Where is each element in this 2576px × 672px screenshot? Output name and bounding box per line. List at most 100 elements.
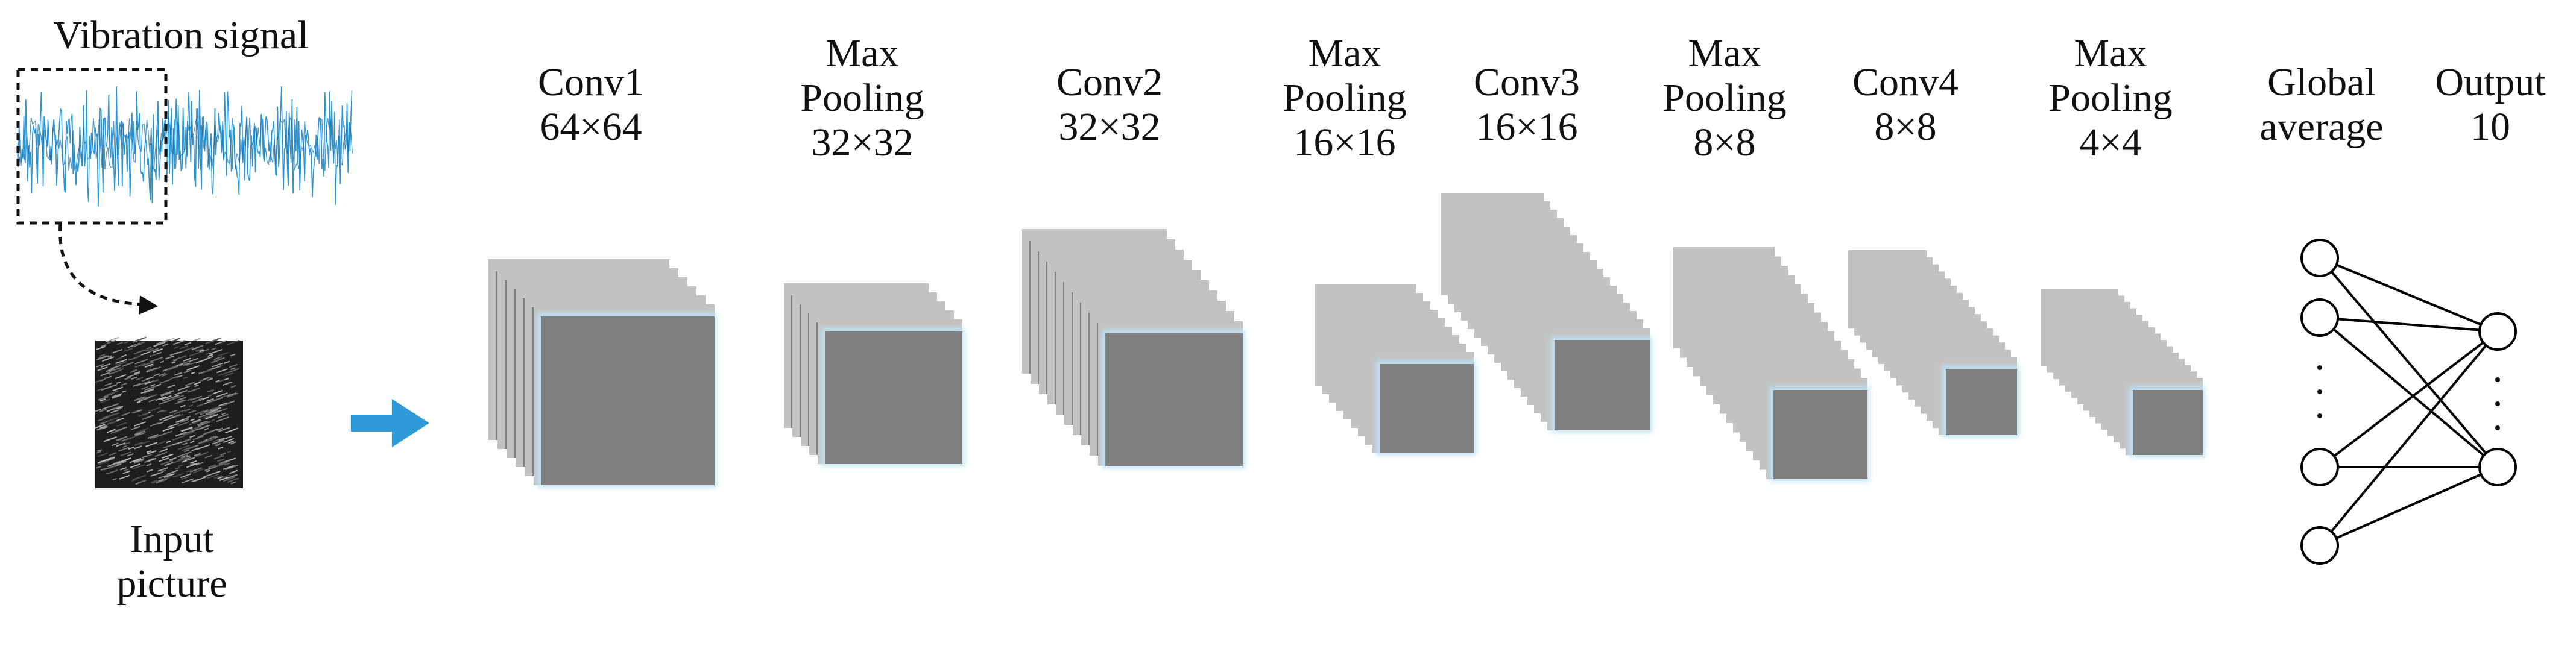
input-picture-texture [178,385,191,391]
input-picture-texture [227,450,232,453]
input-picture-texture [192,476,206,483]
input-picture-texture [95,409,102,412]
input-picture-texture [147,450,157,455]
input-picture-texture [217,413,229,419]
input-picture-texture [116,422,127,427]
input-picture-texture [116,381,121,385]
input-picture-texture [167,422,180,429]
layer-label-line: 16×16 [1293,121,1396,165]
connection-line [2319,316,2499,468]
feature-map-stacks [488,193,2205,488]
input-picture-texture [204,419,215,424]
input-picture-texture [183,431,195,436]
input-picture-texture [191,371,195,374]
input-picture-texture [122,470,131,474]
input-picture-texture [167,384,175,389]
input-picture-texture [153,348,163,353]
input-picture-texture [182,478,194,484]
input-picture-texture [213,454,224,460]
layer-label-line: Max [1688,31,1761,75]
connection-line [2319,316,2498,333]
input-picture-texture [156,339,169,345]
input-picture-texture [96,363,104,368]
input-picture-texture [209,435,216,439]
input-picture-texture [116,356,123,360]
input-picture-texture [137,479,147,484]
input-picture-texture [118,457,131,463]
feature-map-stack [1022,229,1245,468]
input-picture-texture [183,430,193,435]
input-picture-texture [112,405,122,410]
input-picture-texture [171,338,181,342]
input-picture-texture [194,409,209,415]
input-picture-texture [106,339,116,344]
input-picture-texture [164,462,174,466]
neuron-node [2300,526,2339,565]
input-picture-texture [144,388,154,394]
ellipsis-dot [2317,365,2322,370]
input-picture-texture [157,421,164,425]
input-picture-texture [133,458,145,463]
input-picture-texture [112,348,123,354]
input-picture-texture [180,404,186,408]
input-picture-texture [103,436,118,442]
input-picture-texture [144,363,154,368]
neuron-node [2478,448,2517,486]
layer-label-line: Conv1 [537,60,645,104]
input-picture-texture [140,351,150,356]
input-picture-texture [166,469,178,475]
ellipsis-dot [2495,377,2500,382]
input-picture-texture [182,442,188,445]
feature-map-stack [1673,247,1870,482]
input-picture-texture [162,409,167,413]
input-picture-texture [150,353,157,357]
input-picture-texture [183,449,190,453]
input-picture-texture [151,479,158,483]
input-picture-texture [199,349,204,353]
input-picture-texture [159,457,169,462]
layer-label-line: 16×16 [1476,105,1578,149]
input-picture-texture [160,430,173,436]
input-picture-texture [178,464,183,468]
input-picture-texture [182,445,195,451]
input-picture-texture [144,385,156,391]
input-picture-texture [136,401,141,404]
input-picture-texture [230,367,236,371]
input-picture-texture [172,413,184,419]
input-picture-texture [175,419,185,423]
input-picture-texture [194,382,201,385]
input-picture-texture [98,395,109,401]
input-picture-texture [203,474,209,478]
input-picture-texture [181,427,193,432]
input-picture-texture [177,399,185,403]
input-picture-texture [128,446,135,450]
input-picture-texture [107,412,119,418]
input-picture-texture [226,392,238,398]
input-picture-texture [189,419,202,425]
input-picture-label: Input picture [84,517,259,606]
input-picture-texture [122,362,134,367]
input-picture-texture [217,476,224,480]
input-picture-texture [131,478,137,482]
input-picture-texture [133,457,142,462]
layer-label-conv1: Conv1 64×64 [507,60,675,149]
layer-label-line: 32×32 [1058,105,1161,149]
input-picture-texture [228,440,235,444]
input-picture-texture [191,347,198,351]
input-picture-texture [174,399,187,405]
input-picture-texture [186,469,192,473]
signal-trace [17,86,353,207]
input-picture-texture [122,390,127,393]
feature-map-front [541,316,715,485]
feature-map-front [1105,333,1243,466]
connection-line [2319,257,2498,333]
input-picture-texture [221,474,230,479]
input-picture-texture [184,408,191,412]
input-picture-texture [206,469,210,473]
input-picture-texture [97,449,102,452]
layer-label-pool4: Max Pooling 4×4 [2026,31,2195,165]
input-picture-texture [215,444,220,447]
input-picture-texture [114,463,122,467]
input-picture-texture [147,406,161,413]
